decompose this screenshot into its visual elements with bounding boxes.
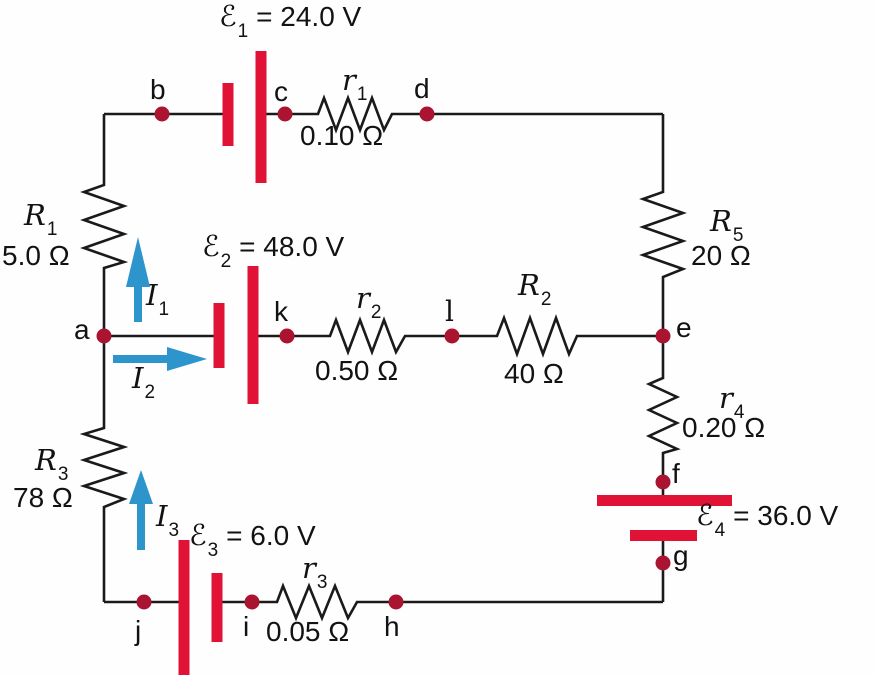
battery-e2-tall-plate bbox=[247, 266, 259, 404]
node-dot-k bbox=[279, 328, 295, 344]
node-dot-b bbox=[154, 106, 170, 122]
battery-e3-short-plate bbox=[211, 573, 223, 642]
node-dot-a bbox=[96, 328, 112, 344]
resistor-r1-label: r1 bbox=[342, 63, 368, 105]
battery-e1-symbol bbox=[222, 51, 267, 183]
node-dots bbox=[96, 106, 671, 610]
node-label-c: c bbox=[274, 76, 288, 107]
node-dot-h bbox=[388, 594, 404, 610]
node-label-d: d bbox=[414, 73, 430, 104]
resistor-r1-value: 0.10 Ω bbox=[300, 120, 384, 151]
node-label-f: f bbox=[672, 458, 680, 489]
resistor-R5-value: 20 Ω bbox=[691, 240, 751, 271]
emf1-value: = 24.0 V bbox=[256, 1, 362, 32]
resistor-r3-label: r3 bbox=[302, 551, 328, 593]
battery-e1-tall-plate bbox=[255, 51, 267, 183]
battery-e2-label: ℰ2= 48.0 V bbox=[202, 229, 345, 272]
battery-e4-long-plate bbox=[597, 495, 732, 506]
node-dot-e bbox=[655, 328, 671, 344]
current-arrow-i2-icon bbox=[113, 347, 207, 371]
current-arrow-i3-icon bbox=[129, 470, 153, 550]
node-label-k: k bbox=[274, 296, 288, 327]
node-label-l: l bbox=[445, 295, 454, 328]
resistor-r4-value: 0.20 Ω bbox=[682, 412, 766, 443]
wire-top-right bbox=[259, 94, 663, 134]
resistor-r4-label: r4 bbox=[719, 381, 745, 423]
battery-e3-tall-plate bbox=[178, 540, 190, 675]
current-i3-label: I3 bbox=[156, 499, 180, 541]
battery-e4-label: ℰ4= 36.0 V bbox=[696, 498, 839, 541]
battery-e4-short-plate bbox=[630, 530, 697, 541]
current-i2-label: I2 bbox=[132, 361, 156, 403]
resistor-R5-label: R5 bbox=[710, 204, 744, 246]
emf4-value: = 36.0 V bbox=[733, 500, 839, 531]
wire-bottom-right bbox=[220, 582, 663, 622]
resistor-R2-label: R2 bbox=[518, 268, 552, 310]
resistor-r3-value: 0.05 Ω bbox=[266, 616, 350, 647]
current-arrows bbox=[113, 237, 207, 550]
emf4-symbol: ℰ4 bbox=[696, 498, 726, 541]
emf3-symbol: ℰ3 bbox=[189, 518, 219, 561]
emf2-value: = 48.0 V bbox=[239, 231, 345, 262]
battery-e2-short-plate bbox=[213, 303, 225, 368]
battery-e3-label: ℰ3= 6.0 V bbox=[189, 518, 316, 561]
resistor-R2-value: 40 Ω bbox=[504, 358, 564, 389]
node-label-e: e bbox=[676, 312, 692, 343]
node-dot-j bbox=[136, 594, 152, 610]
battery-e1-short-plate bbox=[222, 83, 234, 146]
resistor-r2-label: r2 bbox=[356, 281, 382, 323]
wire-right-upper bbox=[639, 114, 687, 498]
node-dot-g bbox=[655, 555, 671, 571]
current-arrow-i1-icon bbox=[126, 237, 150, 322]
node-dot-f bbox=[655, 474, 671, 490]
node-dot-i bbox=[244, 594, 260, 610]
resistor-R1-label: R1 bbox=[24, 198, 58, 240]
node-label-g: g bbox=[673, 540, 689, 571]
battery-e2-symbol bbox=[213, 266, 259, 404]
emf3-value: = 6.0 V bbox=[226, 520, 316, 551]
current-i1-label: I1 bbox=[146, 278, 170, 320]
resistor-R3-value: 78 Ω bbox=[13, 482, 73, 513]
node-dot-c bbox=[277, 106, 293, 122]
node-label-a: a bbox=[74, 314, 90, 345]
battery-plates bbox=[178, 51, 732, 675]
resistor-r2-value: 0.50 Ω bbox=[315, 355, 399, 386]
node-label-i: i bbox=[243, 611, 250, 642]
node-label-b: b bbox=[150, 74, 166, 105]
battery-e3-symbol bbox=[178, 540, 223, 675]
battery-e1-label: ℰ1= 24.0 V bbox=[219, 0, 362, 42]
wire-left bbox=[79, 114, 129, 602]
node-dot-d bbox=[419, 106, 435, 122]
resistor-R1-value: 5.0 Ω bbox=[2, 240, 70, 271]
battery-e4-symbol bbox=[597, 495, 732, 541]
emf2-symbol: ℰ2 bbox=[202, 229, 232, 272]
emf1-symbol: ℰ1 bbox=[219, 0, 249, 42]
node-label-j: j bbox=[135, 615, 142, 646]
resistor-R3-label: R3 bbox=[35, 443, 69, 485]
node-dot-l bbox=[444, 328, 460, 344]
node-label-h: h bbox=[384, 611, 400, 642]
